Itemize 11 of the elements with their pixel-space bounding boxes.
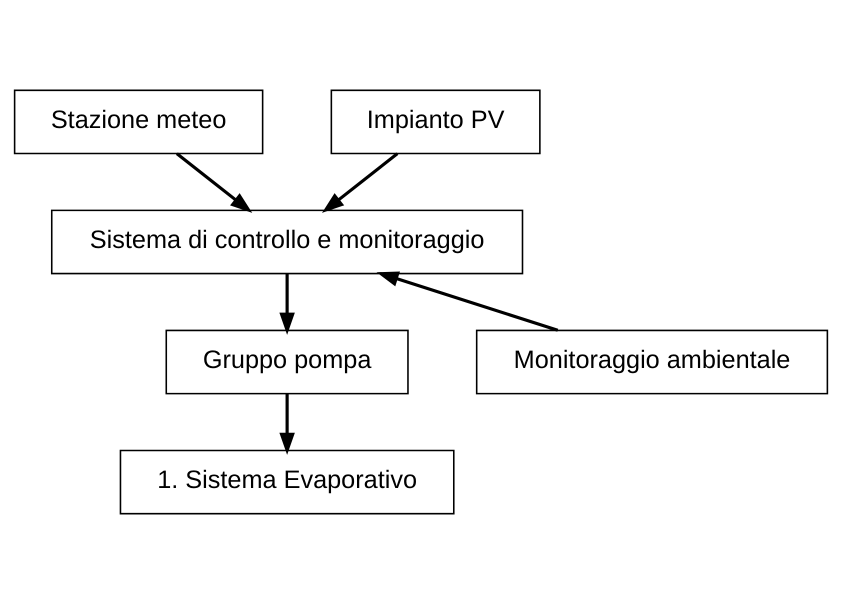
node-box: Impianto PV <box>330 89 541 154</box>
node-box: 1. Sistema Evaporativo <box>120 449 455 514</box>
node-box: Sistema di controllo e monitoraggio <box>50 209 524 274</box>
node-box: Gruppo pompa <box>165 329 409 394</box>
arrow <box>279 273 295 334</box>
arrow <box>176 152 252 212</box>
arrow <box>279 393 295 454</box>
node-box: Monitoraggio ambientale <box>476 329 828 394</box>
arrow <box>322 152 398 212</box>
arrow <box>376 271 558 332</box>
node-box: Stazione meteo <box>14 89 264 154</box>
